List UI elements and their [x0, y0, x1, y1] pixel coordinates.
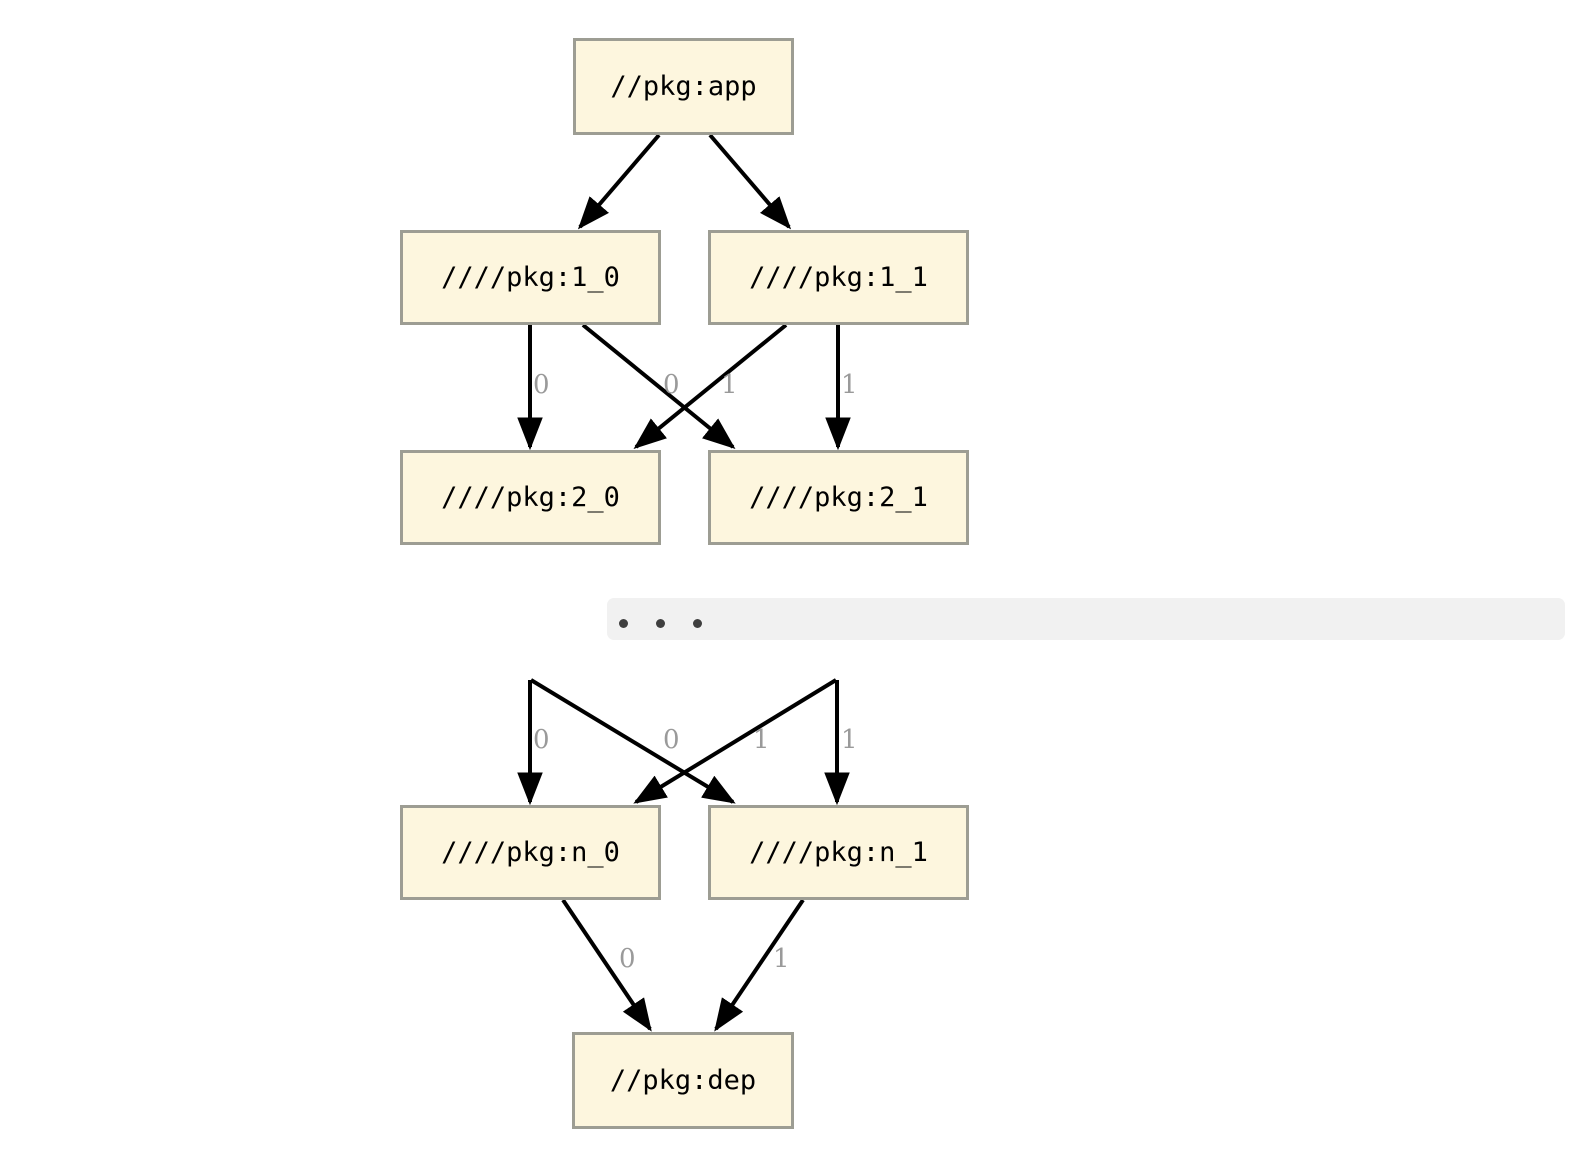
edge-arrow — [561, 898, 652, 1032]
node-n1_0[interactable]: ////pkg:1_0 — [400, 230, 661, 325]
node-app[interactable]: //pkg:app — [573, 38, 794, 135]
node-label: ////pkg:1_0 — [441, 262, 620, 293]
edge-arrow — [633, 678, 838, 804]
edge-label: 0 — [663, 370, 680, 400]
edge-arrow — [714, 898, 805, 1032]
edge-label: 1 — [753, 725, 770, 755]
edge-label: 0 — [663, 725, 680, 755]
node-n2_1[interactable]: ////pkg:2_1 — [708, 450, 969, 545]
edge-arrow — [708, 133, 792, 230]
node-nn_0[interactable]: ////pkg:n_0 — [400, 805, 661, 900]
ellipsis-band — [607, 598, 1565, 640]
edge-arrow — [529, 678, 736, 804]
node-nn_1[interactable]: ////pkg:n_1 — [708, 805, 969, 900]
node-label: //pkg:dep — [609, 1065, 757, 1096]
ellipsis-dot-icon — [693, 619, 702, 628]
edge-label: 0 — [533, 725, 550, 755]
edge-arrow — [633, 323, 788, 450]
edge-label: 1 — [721, 370, 738, 400]
edge-label: 0 — [533, 370, 550, 400]
edge-arrow — [581, 323, 736, 450]
edge-lines — [517, 133, 851, 1032]
node-label: //pkg:app — [610, 71, 757, 102]
node-n1_1[interactable]: ////pkg:1_1 — [708, 230, 969, 325]
edge-label: 1 — [841, 725, 858, 755]
edge-label: 1 — [841, 370, 858, 400]
edge-label: 0 — [619, 944, 636, 974]
node-n2_0[interactable]: ////pkg:2_0 — [400, 450, 661, 545]
edge-arrow — [577, 133, 661, 230]
node-label: ////pkg:2_0 — [441, 482, 620, 513]
node-dep[interactable]: //pkg:dep — [572, 1032, 794, 1129]
node-label: ////pkg:n_1 — [749, 837, 928, 868]
node-label: ////pkg:2_1 — [749, 482, 928, 513]
node-label: ////pkg:n_0 — [441, 837, 620, 868]
ellipsis-dot-icon — [656, 619, 665, 628]
ellipsis-dot-icon — [619, 619, 628, 628]
edge-label: 1 — [773, 944, 790, 974]
node-label: ////pkg:1_1 — [749, 262, 928, 293]
